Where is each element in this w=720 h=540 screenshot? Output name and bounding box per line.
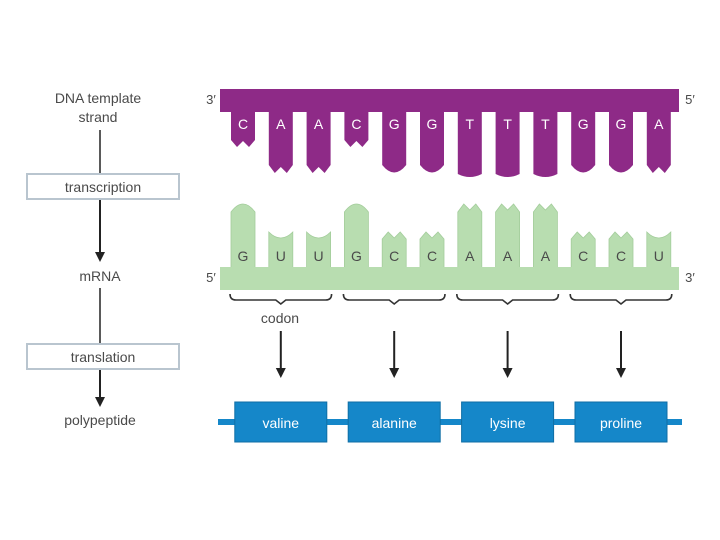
- dna-base-11-shape: [609, 111, 633, 173]
- dna-base-10-shape: [571, 111, 596, 173]
- mrna-base-6-shape: [419, 231, 445, 269]
- dna-base-3-letter: A: [314, 116, 324, 132]
- mrna-base-9-letter: A: [541, 248, 551, 264]
- amino-acid-4-box: [574, 401, 668, 443]
- codon-arrow-2-head: [389, 368, 400, 378]
- left-flow-arrows: [95, 130, 105, 407]
- mrna-base-5-shape: [381, 231, 407, 269]
- mrna-end-left: 5′: [206, 270, 216, 285]
- dna-end-right: 5′: [685, 92, 695, 107]
- dna-base-12-shape: [646, 111, 671, 173]
- amino-acid-3-box: [461, 401, 555, 443]
- codon-label: codon: [261, 310, 299, 326]
- mrna-backbone: [220, 267, 679, 290]
- transcription-box: transcription: [26, 173, 180, 200]
- flow-arrow-to-mrna-head: [95, 252, 105, 262]
- dna-template-strand: 3′ 5′ C A A C G G T T T G G A: [206, 89, 695, 177]
- mrna-base-8-shape: [495, 203, 520, 269]
- mrna-base-10-letter: C: [578, 248, 588, 264]
- codon-bracket-1: [229, 293, 333, 306]
- dna-base-6-letter: G: [427, 116, 438, 132]
- mrna-base-3-letter: U: [314, 248, 324, 264]
- mrna-base-8-letter: A: [503, 248, 513, 264]
- codon-bracket-3: [456, 293, 560, 306]
- dna-base-7-shape: [457, 111, 482, 177]
- polypeptide-label: polypeptide: [64, 412, 136, 428]
- polypeptide-chain: valine alanine lysine proline: [218, 401, 682, 443]
- mrna-base-12-letter: U: [654, 248, 664, 264]
- dna-base-2-letter: A: [276, 116, 286, 132]
- mrna-base-4-letter: G: [351, 248, 362, 264]
- dna-base-7-letter: T: [466, 116, 475, 132]
- dna-base-5-shape: [382, 111, 407, 173]
- codon-arrow-3: [502, 331, 513, 378]
- amino-acid-1-label: valine: [263, 415, 300, 431]
- dna-base-2-shape: [268, 111, 293, 173]
- codon-arrow-1-head: [275, 368, 286, 378]
- dna-base-8-shape: [495, 111, 520, 177]
- amino-acid-3-label: lysine: [490, 415, 526, 431]
- mrna-base-7-shape: [457, 203, 483, 269]
- dna-base-9-shape: [533, 111, 558, 177]
- polypeptide-backbone: [218, 419, 682, 425]
- dna-base-9-letter: T: [541, 116, 550, 132]
- dna-base-12-letter: A: [654, 116, 664, 132]
- dna-base-10-letter: G: [578, 116, 589, 132]
- mrna-base-9-shape: [533, 203, 558, 269]
- amino-acid-4-label: proline: [600, 415, 642, 431]
- mrna-base-12-shape: [646, 231, 672, 269]
- flow-arrow-to-polypeptide-head: [95, 397, 105, 407]
- dna-base-3-shape: [306, 111, 331, 173]
- mrna-base-10-shape: [570, 231, 596, 269]
- codon-arrow-4: [616, 331, 626, 378]
- codon-bracket-2: [342, 293, 446, 306]
- dna-base-8-letter: T: [503, 116, 512, 132]
- dna-base-1-shape: [231, 111, 255, 147]
- mrna-base-6-letter: C: [427, 248, 437, 264]
- codon-arrow-2: [389, 331, 400, 378]
- dna-base-4-shape: [344, 111, 369, 147]
- dna-base-5-letter: G: [389, 116, 400, 132]
- flow-arrow-to-mrna: [95, 200, 105, 262]
- translation-box: translation: [26, 343, 180, 370]
- codon-bracket-4: [569, 293, 673, 306]
- amino-acid-2-box: [347, 401, 441, 443]
- flow-arrow-to-polypeptide: [95, 370, 105, 407]
- mrna-base-11-letter: C: [616, 248, 626, 264]
- dna-base-4-letter: C: [351, 116, 361, 132]
- dna-base-1-letter: C: [238, 116, 248, 132]
- mrna-base-5-letter: C: [389, 248, 399, 264]
- dna-backbone: [220, 89, 679, 112]
- codon-arrow-4-head: [616, 368, 626, 378]
- mrna-end-right: 3′: [685, 270, 695, 285]
- codon-brackets: [229, 293, 673, 378]
- amino-acid-2-label: alanine: [372, 415, 417, 431]
- mrna-strand: G U U G C C A A A C C U 5′ 3′: [206, 203, 695, 290]
- mrna-base-4-shape: [344, 203, 369, 269]
- mrna-base-1-shape: [230, 203, 256, 269]
- mrna-base-3-shape: [306, 231, 331, 269]
- mrna-base-11-shape: [608, 231, 634, 269]
- mrna-base-2-shape: [268, 231, 294, 269]
- mrna-label: mRNA: [79, 268, 121, 284]
- dna-base-6-shape: [420, 111, 444, 173]
- dna-template-strand-label: DNA template strand: [54, 90, 142, 125]
- dna-base-11-letter: G: [616, 116, 627, 132]
- codon-arrow-3-head: [502, 368, 513, 378]
- codon-arrow-1: [275, 331, 286, 378]
- mrna-base-2-letter: U: [276, 248, 286, 264]
- mrna-base-1-letter: G: [238, 248, 249, 264]
- amino-acid-1-box: [234, 401, 328, 443]
- dna-end-left: 3′: [206, 92, 216, 107]
- mrna-base-7-letter: A: [465, 248, 475, 264]
